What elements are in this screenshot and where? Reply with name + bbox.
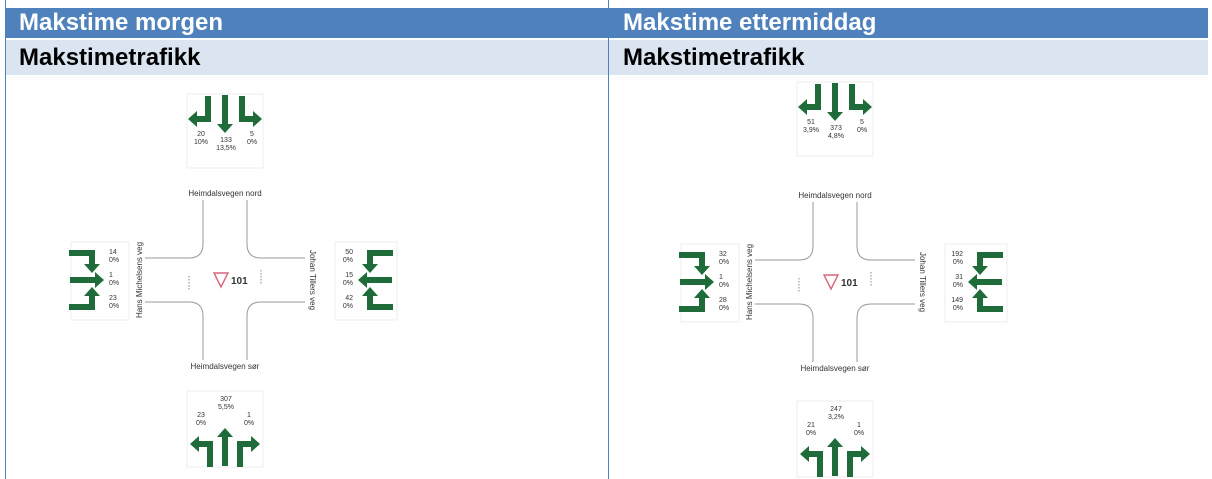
south-right-arrow-icon xyxy=(847,446,870,477)
north-right-arrow-icon xyxy=(239,96,262,127)
road-name-west: Hans Michelsens veg xyxy=(135,242,144,318)
north-through-arrow-icon xyxy=(827,83,843,121)
west-through-arrow-icon xyxy=(70,272,104,288)
north-left-arrow-icon xyxy=(798,84,821,115)
road-name-east: Johan Tillers veg xyxy=(918,252,927,312)
west-left-arrow-icon xyxy=(69,250,100,273)
yield-sign-icon xyxy=(822,274,840,291)
yield-sign-icon xyxy=(212,272,230,289)
west-right-arrow-icon xyxy=(679,289,710,312)
north-right-arrow-icon xyxy=(849,84,872,115)
south-through-arrow-icon xyxy=(217,428,233,466)
east-left-arrow-icon xyxy=(972,289,1003,312)
road-name-north: Heimdalsvegen nord xyxy=(188,189,261,198)
west-right-arrow-icon xyxy=(69,287,100,310)
south-through-arrow-icon xyxy=(827,438,843,476)
east-through-arrow-icon xyxy=(358,272,392,288)
junction-label: 101 xyxy=(841,278,858,289)
junction-label: 101 xyxy=(231,276,248,287)
east-right-arrow-icon xyxy=(362,250,393,273)
north-left-arrow-icon xyxy=(188,96,211,127)
road-lines xyxy=(755,202,915,362)
road-lines xyxy=(145,200,305,360)
east-right-arrow-icon xyxy=(972,252,1003,275)
south-left-arrow-icon xyxy=(190,436,213,467)
road-name-south: Heimdalsvegen sør xyxy=(801,364,870,373)
east-left-arrow-icon xyxy=(362,287,393,310)
west-through-arrow-icon xyxy=(680,274,714,290)
west-left-arrow-icon xyxy=(679,252,710,275)
road-name-west: Hans Michelsens veg xyxy=(745,244,754,320)
east-through-arrow-icon xyxy=(968,274,1002,290)
south-right-arrow-icon xyxy=(237,436,260,467)
road-name-south: Heimdalsvegen sør xyxy=(191,362,260,371)
table-border-left xyxy=(5,0,6,479)
table-border-middle xyxy=(608,0,609,479)
road-name-north: Heimdalsvegen nord xyxy=(798,191,871,200)
south-left-arrow-icon xyxy=(800,446,823,477)
column-header-afternoon: Makstime ettermiddag xyxy=(609,8,1208,38)
subheader-morning: Makstimetrafikk xyxy=(5,40,608,75)
column-header-morning: Makstime morgen xyxy=(5,8,608,38)
road-name-east: Johan Tillers veg xyxy=(308,250,317,310)
subheader-afternoon: Makstimetrafikk xyxy=(609,40,1208,75)
north-through-arrow-icon xyxy=(217,95,233,133)
